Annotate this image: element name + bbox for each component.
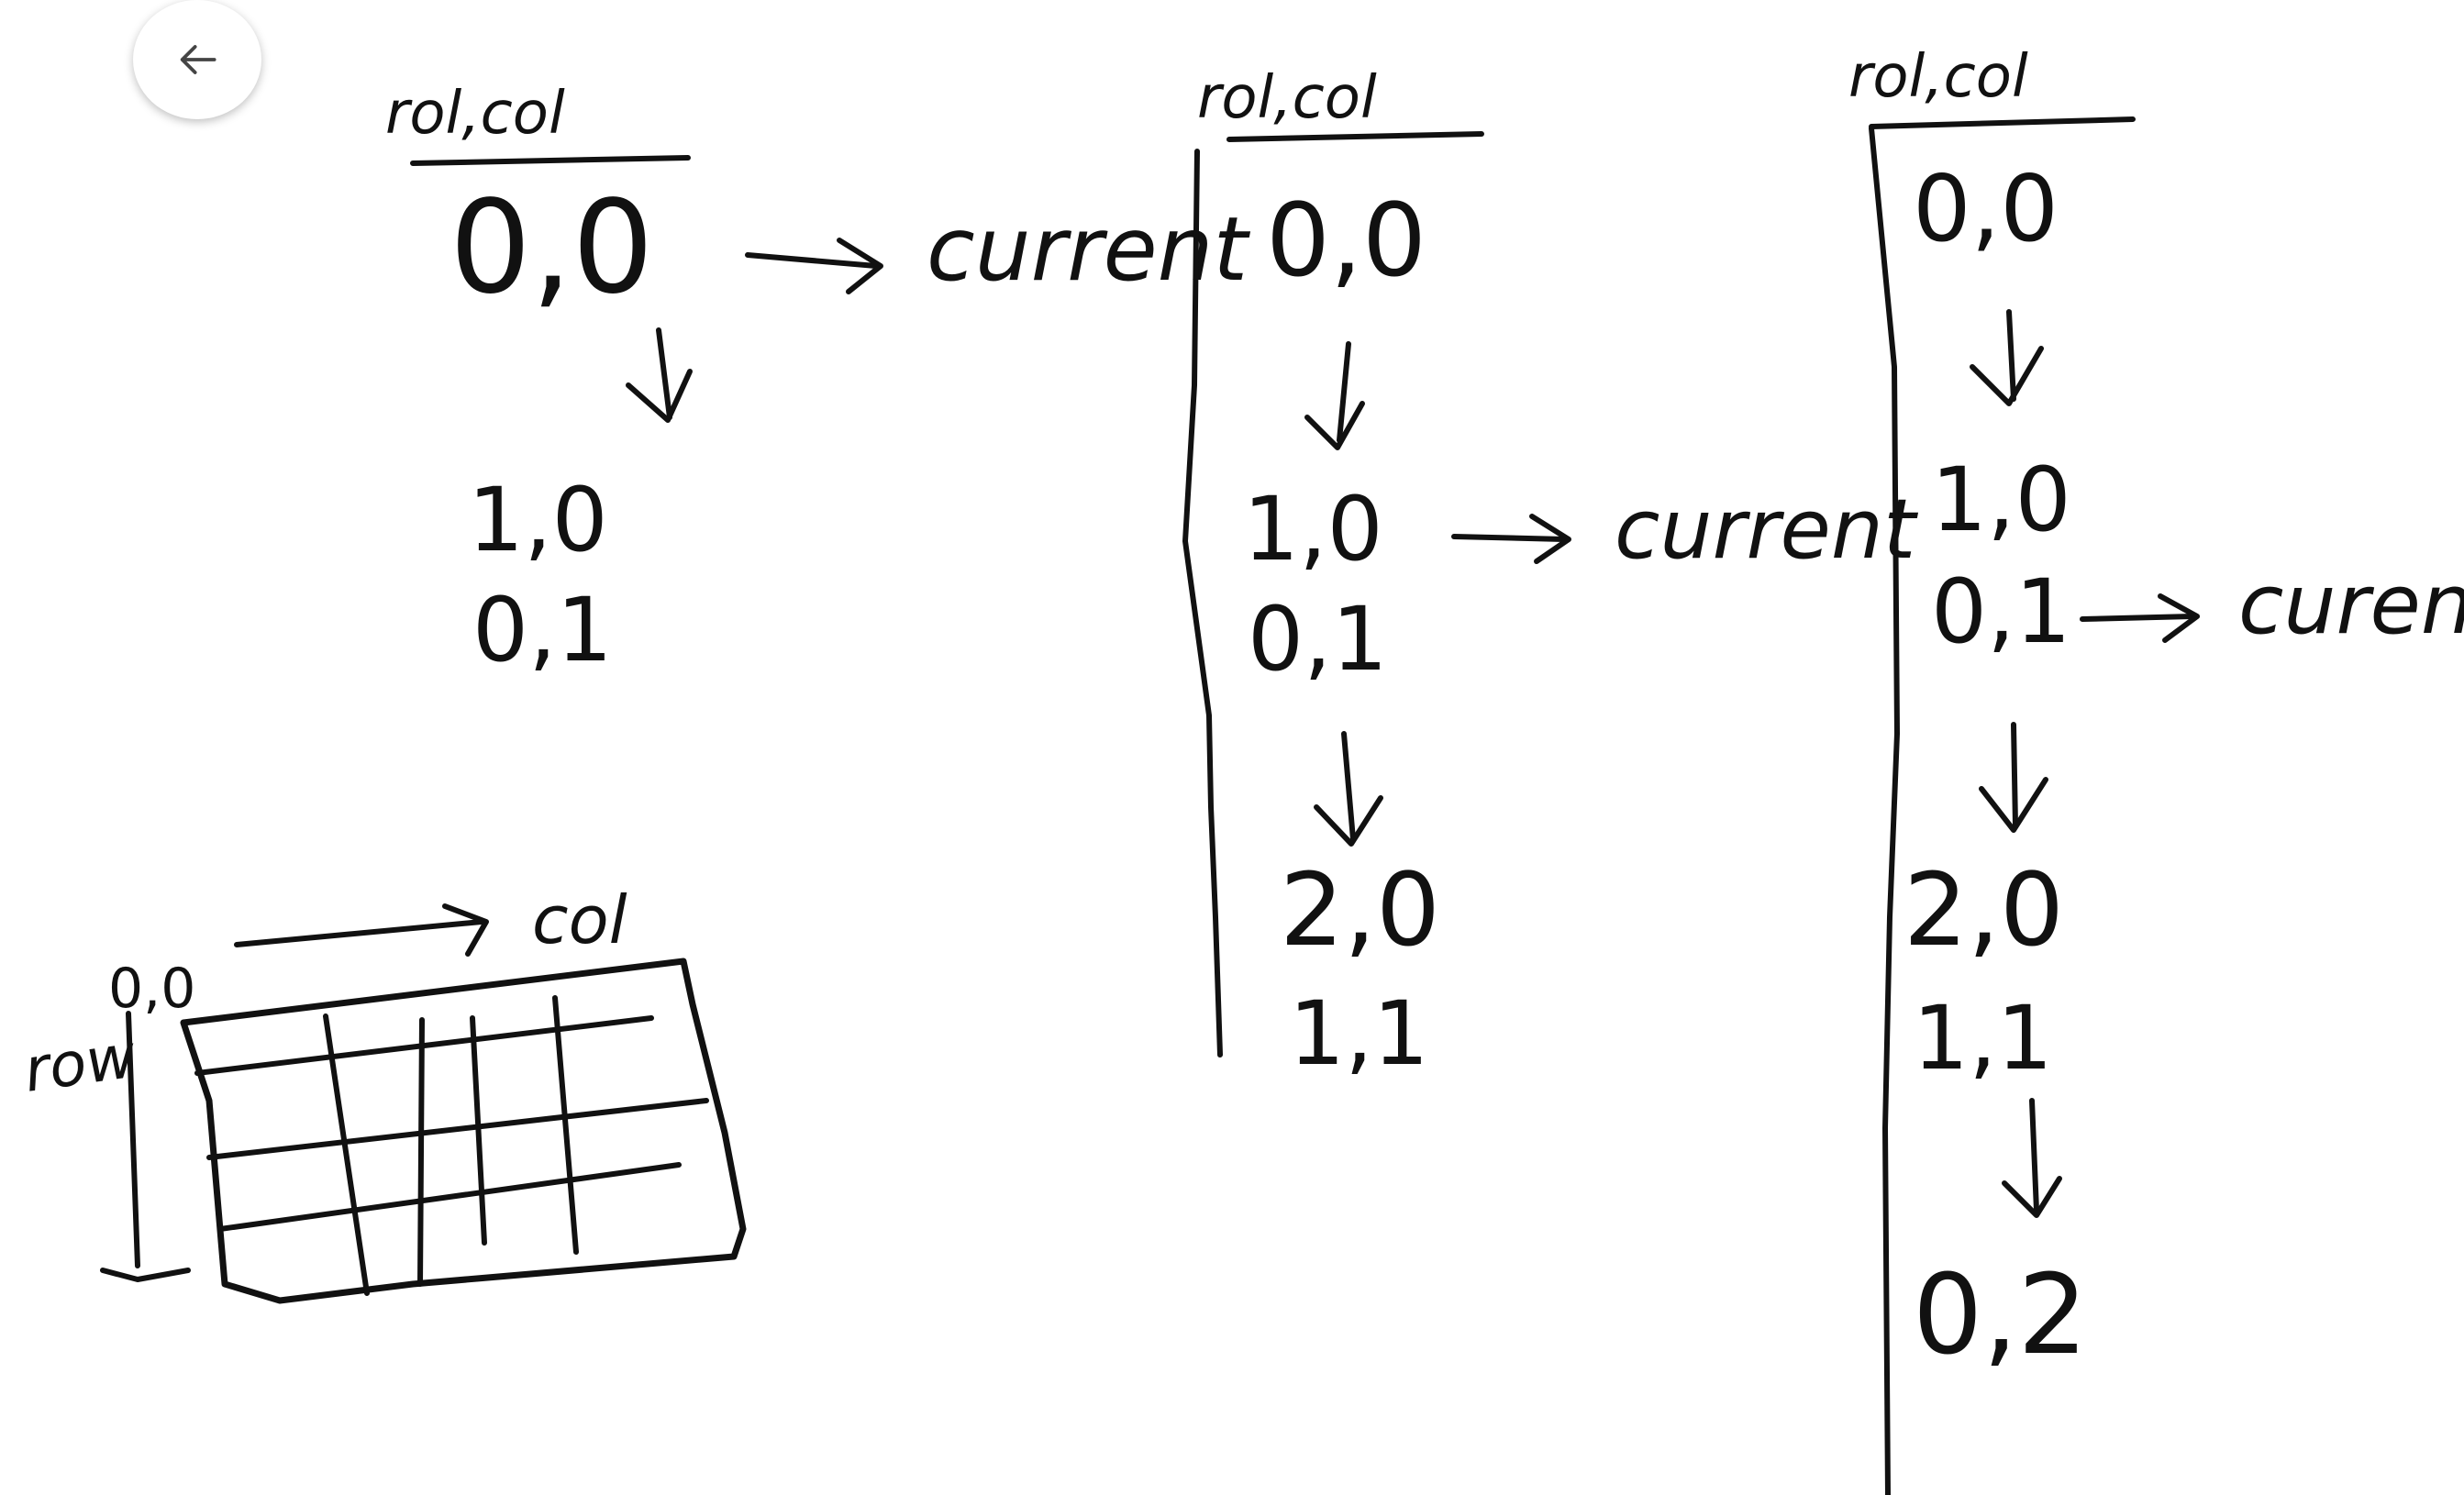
stage3-header: rol,col [1848,43,2028,111]
arrow-left-icon [180,45,216,74]
grid-hline-3 [217,1162,682,1232]
stage2-arrow-down-1 [1337,341,1351,443]
stage1-arrow-right [745,252,879,269]
separator-2 [1869,126,1900,1495]
stage2-arrow-down-1-head [1304,401,1365,450]
stage3-arrow-right [2080,614,2195,622]
grid-origin-label: 0,0 [108,957,195,1021]
stage2-mid-1: 1,0 [1243,478,1383,581]
stage3-start: 0,0 [1913,155,2059,262]
grid-col-arrow-head [442,903,489,957]
stage1-arrow-right-head [837,238,883,294]
stage2-arrow-right-head [1529,514,1571,564]
stage3-next-1: 2,0 [1903,851,2064,969]
grid-col-arrow [234,919,484,947]
stage1-start: 0,0 [450,173,654,323]
grid-row-label: row [20,1021,141,1106]
stage3-last: 0,2 [1913,1252,2088,1379]
stage1-next-1: 1,0 [468,469,608,571]
grid-col-label: col [532,881,627,958]
stage3-current-label: curent [2238,557,2464,653]
stage3-step2: 0,1 [1931,560,2071,663]
stage1-header-underline [410,155,691,166]
stage2-next-2: 1,1 [1289,982,1429,1085]
stage1-arrow-down-head [626,369,693,423]
stage3-arrow-down-3-head [2002,1176,2062,1218]
grid-vline-4 [552,995,579,1255]
grid-row-arrow-head [100,1268,191,1282]
stage2-arrow-right [1451,534,1567,542]
stage2-header: rol,col [1197,64,1377,132]
stage3-arrow-right-head [2158,593,2200,643]
grid-vline-2 [417,1017,425,1287]
stage2-current-label: current [1615,482,1919,578]
grid-outline [180,958,747,1304]
stage1-header: rol,col [385,80,565,148]
stage1-arrow-down [656,327,672,420]
stage2-header-underline [1226,131,1484,142]
stage3-arrow-down-1-head [1970,346,2044,406]
stage2-next-1: 2,0 [1280,851,1440,969]
stage2-mid-2: 0,1 [1248,588,1388,691]
grid-vline-1 [323,1013,370,1296]
back-button[interactable] [133,0,261,119]
stage1-next-2: 0,1 [472,579,613,681]
grid-hline-2 [206,1098,709,1160]
stage2-arrow-down-2-head [1314,795,1383,847]
stage2-start: 0,0 [1266,182,1426,299]
stage3-arrow-down-1 [2006,309,2016,402]
stage3-arrow-down-3 [2029,1098,2039,1213]
stage3-arrow-down-2 [2011,722,2018,828]
grid-row-arrow [126,1011,140,1268]
separator-1 [1182,149,1223,1058]
stage1-current-label: current [927,198,1250,301]
stage3-next-2: 1,1 [1913,987,2053,1090]
stage3-arrow-down-2-head [1979,777,2048,833]
stage3-header-underline [1869,116,2136,129]
stage3-step1: 1,0 [1931,448,2071,551]
grid-vline-3 [470,1015,487,1246]
stage2-arrow-down-2 [1341,731,1356,842]
